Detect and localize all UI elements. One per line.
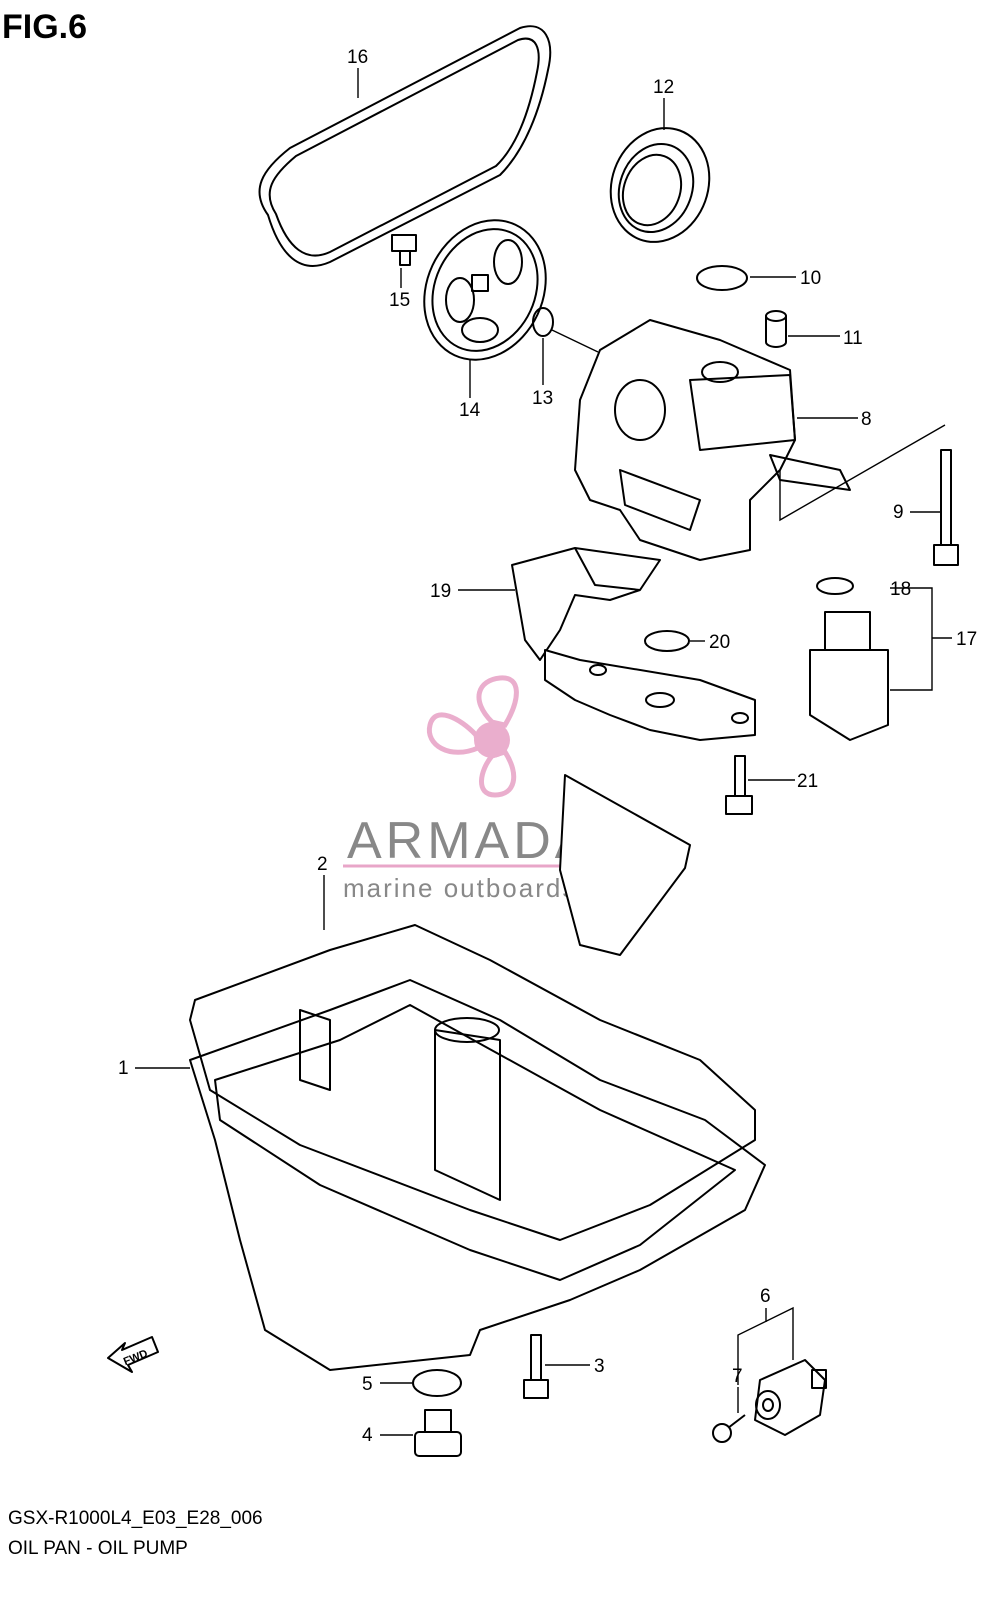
armada-logo <box>426 675 519 798</box>
callout-18: 18 <box>890 579 911 600</box>
callout-10: 10 <box>800 268 821 289</box>
callout-2: 2 <box>317 854 328 875</box>
callout-7: 7 <box>732 1366 743 1387</box>
oil-pressure-regulator <box>809 577 889 741</box>
callout-14: 14 <box>459 400 481 421</box>
callout-6: 6 <box>760 1286 771 1307</box>
switch-screw <box>712 1414 746 1443</box>
callout-9: 9 <box>893 502 904 523</box>
oil-pressure-switch <box>754 1359 827 1436</box>
forward-arrow-icon: FWD <box>107 1336 159 1373</box>
callout-4: 4 <box>362 1425 373 1446</box>
callout-21: 21 <box>797 771 818 792</box>
callout-13: 13 <box>532 388 553 409</box>
callout-15: 15 <box>389 290 410 311</box>
leader-lines <box>135 68 952 1436</box>
watermark-tagline: marine outboards <box>343 873 577 903</box>
callout-3: 3 <box>594 1356 605 1377</box>
dowel-pin <box>765 310 787 348</box>
oil-pump-assembly <box>574 319 851 561</box>
drive-sprocket <box>609 127 711 243</box>
callout-17: 17 <box>956 629 977 650</box>
drain-plug <box>414 1409 462 1457</box>
callout-8: 8 <box>861 409 872 430</box>
callout-1: 1 <box>118 1058 129 1079</box>
oil-pump-driven-gear <box>423 219 547 361</box>
oil-pan-gasket <box>189 924 756 1241</box>
o-ring <box>696 265 748 291</box>
diagram-code: GSX-R1000L4_E03_E28_006 <box>8 1508 263 1529</box>
callout-19: 19 <box>430 581 451 602</box>
callout-labels: 1 2 3 4 5 6 7 8 9 10 11 12 13 14 15 16 1… <box>118 47 977 1446</box>
oil-pan-bolt <box>523 1334 549 1399</box>
strainer-bolt <box>725 755 753 815</box>
callout-5: 5 <box>362 1374 373 1395</box>
oil-strainer <box>544 649 756 956</box>
diagram-name: OIL PAN - OIL PUMP <box>8 1538 188 1559</box>
strainer-o-ring <box>644 630 690 652</box>
oil-pan-baffle <box>511 547 661 661</box>
washer <box>532 307 554 337</box>
pump-bolt <box>933 449 959 566</box>
drain-plug-gasket <box>412 1369 462 1397</box>
callout-16: 16 <box>347 47 368 68</box>
watermark-brand: ARMADA <box>347 812 593 870</box>
gear-bolt <box>391 234 417 266</box>
callout-20: 20 <box>709 632 730 653</box>
callout-12: 12 <box>653 77 674 98</box>
timing-chain <box>258 25 552 267</box>
callout-11: 11 <box>843 328 863 349</box>
oil-pan <box>189 979 766 1371</box>
figure-title: FIG.6 <box>2 8 88 46</box>
